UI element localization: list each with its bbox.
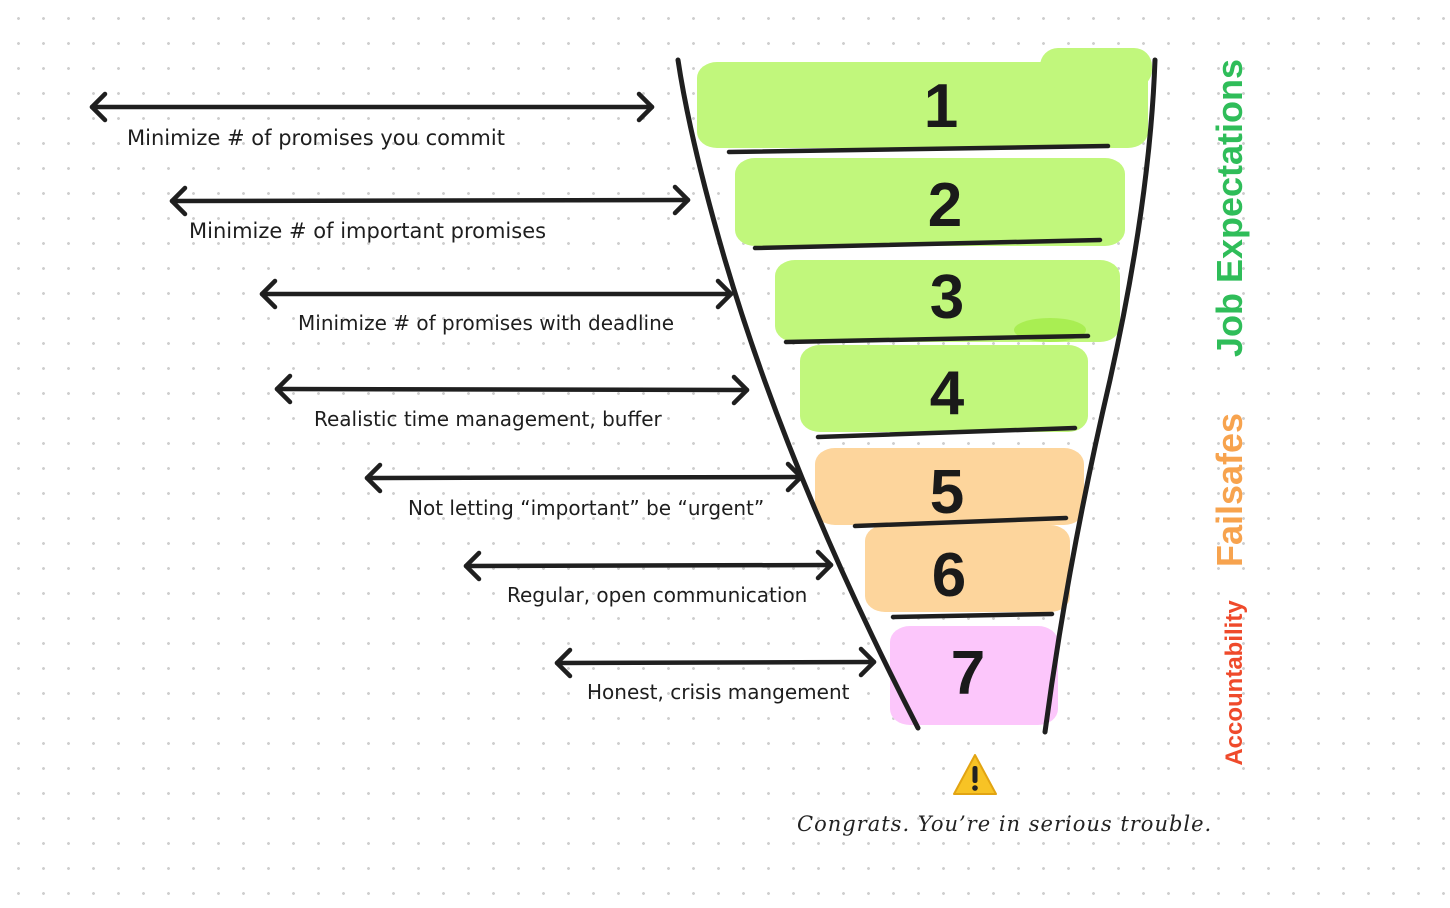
divider-line-1	[726, 143, 1111, 155]
arrow-1-right-head	[636, 91, 655, 123]
arrow-6-left-head	[463, 550, 482, 582]
arrow-3-left-head	[259, 278, 278, 310]
level-1-label: Minimize # of promises you commit	[127, 126, 505, 150]
arrow-4-left-head	[274, 373, 293, 405]
arrow-4-shaft	[274, 386, 750, 393]
arrow-7-left-head	[554, 647, 573, 679]
arrow-3-right-head	[715, 278, 734, 310]
level-7-label: Honest, crisis mangement	[587, 680, 850, 704]
level-4-highlight	[800, 345, 1088, 432]
level-3-number: 3	[929, 263, 965, 332]
level-7-highlight	[890, 626, 1058, 725]
divider-line-3	[783, 333, 1091, 345]
divider-line-5	[852, 515, 1069, 529]
level-2-label: Minimize # of important promises	[189, 219, 547, 243]
divider-line-6	[890, 611, 1055, 620]
arrow-7-right-head	[858, 646, 877, 678]
congrats-message: Congrats. You’re in serious trouble.	[797, 812, 1213, 836]
brush-stroke	[1040, 48, 1152, 88]
arrow-4-right-head	[731, 374, 750, 406]
warning-icon	[953, 754, 997, 795]
arrow-2-shaft	[169, 197, 691, 204]
arrow-5-right-head	[785, 461, 804, 493]
funnel-right-side	[1042, 57, 1158, 735]
level-5-number: 5	[929, 458, 965, 527]
level-6-highlight	[865, 525, 1070, 612]
arrow-2-right-head	[672, 184, 691, 216]
level-1-number: 1	[923, 72, 959, 141]
level-3-label: Minimize # of promises with deadline	[298, 311, 675, 335]
job-expectations-label: Job Expectations	[1209, 58, 1250, 358]
divider-line-4	[815, 425, 1078, 440]
failsafes-label: Failsafes	[1209, 412, 1250, 568]
level-4-label: Realistic time management, buffer	[314, 407, 662, 431]
level-4-number: 4	[929, 359, 965, 428]
level-5-highlight	[815, 448, 1084, 525]
level-7-number: 7	[950, 639, 986, 708]
arrow-7-shaft	[554, 659, 877, 666]
level-6-number: 6	[931, 541, 967, 610]
funnel-left-side	[675, 57, 921, 731]
divider-line-2	[752, 237, 1103, 251]
accountability-label: Accountability	[1221, 600, 1248, 766]
level-5-label: Not letting “important” be “urgent”	[408, 496, 765, 520]
level-2-number: 2	[927, 171, 963, 240]
arrow-5-left-head	[364, 462, 383, 494]
level-2-highlight	[735, 158, 1125, 246]
level-1-highlight	[697, 62, 1148, 148]
arrow-5-shaft	[364, 474, 804, 481]
arrow-1-left-head	[89, 91, 108, 123]
arrow-6-right-head	[815, 549, 834, 581]
arrow-2-left-head	[169, 185, 188, 217]
arrow-6-shaft	[463, 562, 834, 569]
level-6-label: Regular, open communication	[507, 583, 808, 607]
